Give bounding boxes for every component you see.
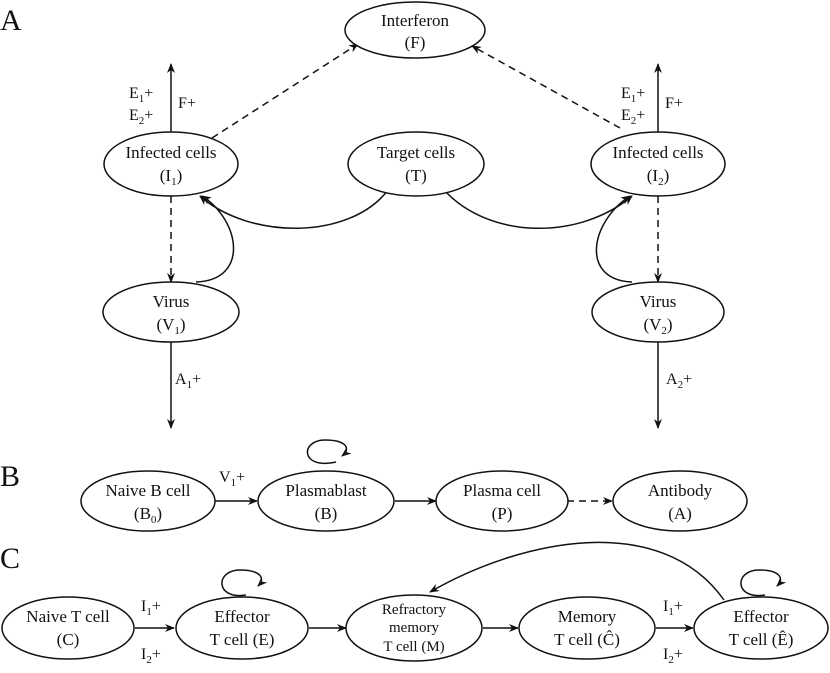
- node-infected2-symbol: (I2): [647, 166, 670, 188]
- edge-virus2-infected2: [595, 195, 633, 283]
- edge-target-infected1: [199, 189, 389, 229]
- edge-target-infected2: [443, 189, 633, 229]
- label-i2-right: I2+: [663, 646, 683, 666]
- node-infected1-name: Infected cells: [125, 143, 216, 162]
- node-plasma-name: Plasma cell: [463, 481, 541, 500]
- node-interferon-name: Interferon: [381, 11, 449, 30]
- label-i1-left: I1+: [141, 598, 161, 618]
- label-i1-right: I1+: [663, 598, 683, 618]
- node-naive-t-name: Naive T cell: [26, 607, 110, 626]
- panel-label-a: A: [0, 4, 22, 37]
- node-infected2: Infected cells (I2): [590, 131, 726, 197]
- edge-effector2-refractory: [429, 541, 725, 601]
- node-effector-t: Effector T cell (E): [175, 596, 309, 660]
- node-plasma: Plasma cell (P): [435, 470, 569, 532]
- node-refractory-line1: Refractory: [382, 602, 447, 618]
- label-a1: A1+: [175, 371, 201, 391]
- node-virus1-name: Virus: [153, 292, 190, 311]
- node-interferon-symbol: (F): [405, 33, 426, 52]
- node-infected1-symbol: (I1): [160, 166, 183, 188]
- node-antibody-symbol: (A): [668, 504, 692, 523]
- edge-effector-selfloop: [221, 569, 268, 597]
- node-interferon: Interferon (F): [344, 1, 486, 59]
- node-target-symbol: (T): [405, 166, 427, 185]
- node-effector-t2-symbol: T cell (Ê): [729, 630, 794, 649]
- node-effector-t2: Effector T cell (Ê): [693, 596, 829, 660]
- node-effector-t-name: Effector: [214, 607, 270, 626]
- label-e2-left: E2+: [129, 107, 153, 127]
- panel-label-c: C: [0, 542, 20, 575]
- edge-plasmablast-selfloop: [306, 439, 352, 465]
- panel-c-edges: [135, 541, 787, 632]
- edge-effector2-selfloop: [740, 569, 787, 597]
- node-naive-b-name: Naive B cell: [106, 481, 191, 500]
- node-plasmablast-symbol: (B): [315, 504, 338, 523]
- node-target-name: Target cells: [377, 143, 455, 162]
- node-memory-t-name: Memory: [558, 607, 617, 626]
- node-naive-b: Naive B cell (B0): [80, 470, 216, 532]
- node-antibody: Antibody (A): [612, 470, 748, 532]
- node-plasma-symbol: (P): [492, 504, 513, 523]
- node-virus2-symbol: (V2): [643, 315, 672, 337]
- node-refractory: Refractory memory T cell (M): [345, 594, 483, 662]
- panel-label-b: B: [0, 460, 20, 493]
- label-e1-left: E1+: [129, 85, 153, 105]
- node-refractory-line2: memory: [389, 620, 439, 636]
- edge-infected1-interferon: [211, 43, 359, 139]
- node-naive-t-symbol: (C): [57, 630, 80, 649]
- node-naive-b-symbol: (B0): [134, 504, 162, 526]
- node-memory-t-symbol: T cell (Ĉ): [554, 630, 620, 649]
- node-antibody-name: Antibody: [648, 481, 713, 500]
- label-f-right: F+: [665, 95, 683, 112]
- node-effector-t2-name: Effector: [733, 607, 789, 626]
- node-virus1: Virus (V1): [102, 281, 240, 343]
- label-f-left: F+: [178, 95, 196, 112]
- label-e2-right: E2+: [621, 107, 645, 127]
- node-effector-t-symbol: T cell (E): [210, 630, 275, 649]
- node-naive-t: Naive T cell (C): [1, 596, 135, 660]
- node-target: Target cells (T): [347, 131, 485, 197]
- node-virus1-symbol: (V1): [156, 315, 185, 337]
- node-memory-t: Memory T cell (Ĉ): [518, 596, 656, 660]
- label-e1-right: E1+: [621, 85, 645, 105]
- panel-b-edges: [214, 439, 613, 505]
- node-plasmablast-name: Plasmablast: [285, 481, 366, 500]
- panel-a-edges: [167, 43, 662, 429]
- edge-infected2-interferon: [471, 45, 621, 129]
- edge-virus1-infected1: [195, 195, 235, 283]
- node-virus2: Virus (V2): [591, 281, 725, 343]
- label-i2-left: I2+: [141, 646, 161, 666]
- label-a2: A2+: [666, 371, 692, 391]
- node-infected2-name: Infected cells: [612, 143, 703, 162]
- node-plasmablast: Plasmablast (B): [257, 470, 395, 532]
- label-v1: V1+: [219, 469, 245, 489]
- node-refractory-line3: T cell (M): [383, 639, 444, 655]
- node-infected1: Infected cells (I1): [103, 131, 239, 197]
- node-virus2-name: Virus: [640, 292, 677, 311]
